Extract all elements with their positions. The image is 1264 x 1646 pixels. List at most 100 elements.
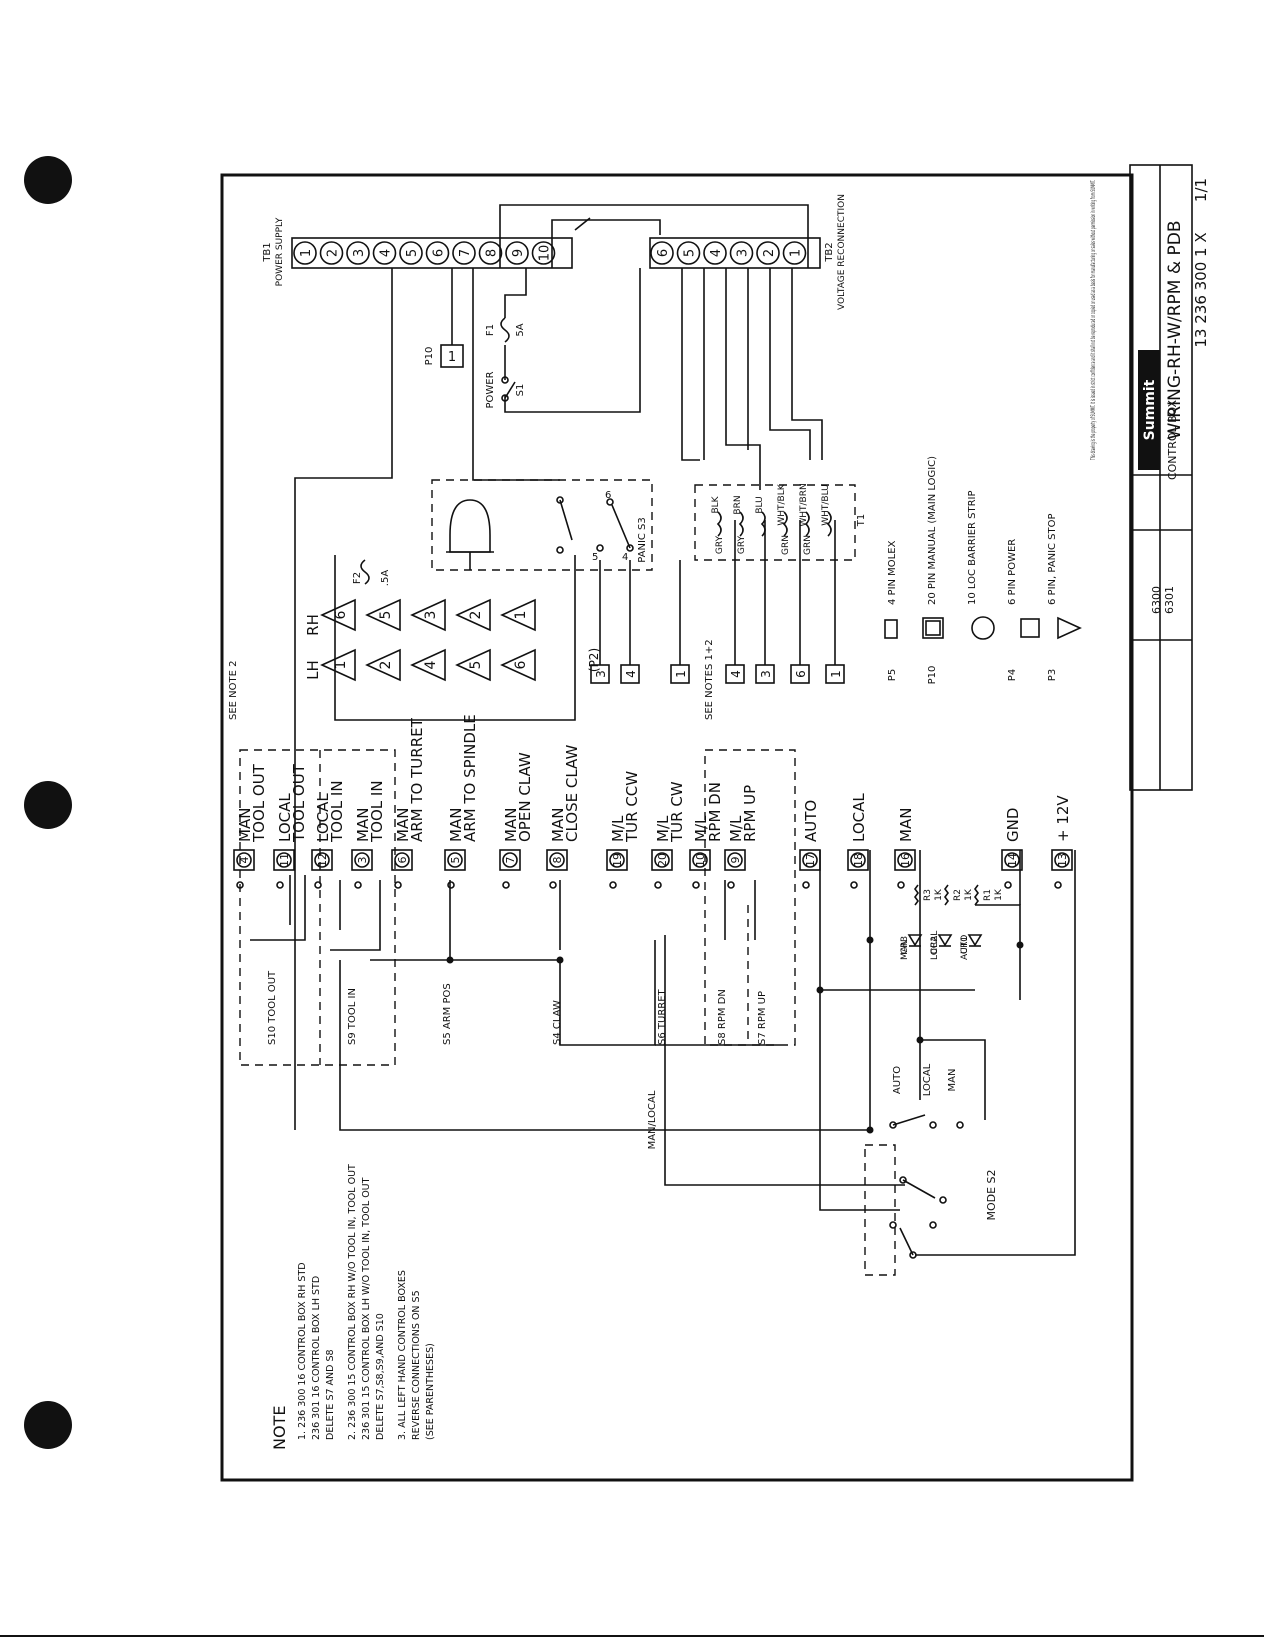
note-line: 2. 236 300 15 CONTROL BOX RH W/O TOOL IN… (347, 1164, 358, 1440)
tb1-terminal (478, 241, 503, 265)
output-label: MAN (354, 808, 372, 842)
output-label: LOCAL (314, 793, 332, 842)
switch-wiring (239, 749, 1076, 1256)
output-label: MAN (549, 808, 567, 842)
property-notice: This drawing is the property of SUMMIT. … (1089, 180, 1097, 460)
output-label: LOCAL (850, 793, 868, 842)
tb1-terminal (372, 241, 397, 265)
fuse-f1-rating: 5A (515, 323, 526, 336)
tb2-terminal-number: 5 (683, 249, 698, 257)
resistor-value: 1K (994, 888, 1004, 901)
tb2-terminal-number: 4 (709, 249, 724, 257)
tb2-terminal (756, 241, 780, 265)
mode-local: LOCAL (922, 1063, 933, 1096)
mode-man: MAN (947, 1069, 958, 1092)
output-number: 7 (504, 857, 517, 864)
output-label-2: RPM UP (741, 785, 759, 842)
rh-triangle-connector (455, 598, 491, 632)
transformer-primary-wire: WHT/BLK (777, 483, 787, 525)
tb1-terminal (452, 241, 476, 265)
output-label: MAN (447, 808, 465, 842)
tb2-sublabel: VOLTAGE RECONNECTION (837, 194, 847, 310)
note-line: REVERSE CONNECTIONS ON S5 (411, 1290, 422, 1440)
output-number: 10 (694, 853, 707, 867)
p4-pin-number: 1 (829, 670, 843, 678)
lh-triangle-number: 5 (468, 661, 484, 670)
output-number: 11 (278, 853, 291, 867)
output-label: MAN (394, 808, 412, 842)
tb1-terminal (399, 241, 423, 265)
power-switch-s1: POWER S1 (485, 371, 526, 408)
transformer-primary-wire: BLU (755, 496, 765, 513)
output-number: 8 (551, 857, 564, 864)
switch-label: S10 TOOL OUT (267, 970, 278, 1045)
resistor-ref: R2 (953, 889, 963, 901)
resistor-ref: R3 (923, 889, 933, 901)
legend-ref: P10 (927, 666, 938, 685)
resistor-ref: R1 (983, 889, 993, 901)
panic-switch-label: PANIC S3 (637, 517, 648, 563)
lh-triangle-number: 6 (513, 660, 529, 669)
transformer-secondary-wire: GRY (737, 535, 747, 554)
tb2-terminal (650, 241, 674, 265)
switch-label: S6 TURRET (657, 988, 668, 1045)
p4-pin-number: 6 (794, 670, 808, 678)
tb1-terminal-number: 2 (326, 249, 341, 257)
tb1-terminal-number: 1 (299, 249, 314, 257)
rh-triangle-connector (410, 598, 446, 632)
output-label: M/L (727, 815, 745, 842)
rh-triangle-connector (320, 598, 356, 632)
switch-label: S7 RPM UP (757, 991, 768, 1045)
transformer-secondary-wire: GRN (803, 535, 813, 555)
p10-label: P10 (424, 347, 435, 366)
output-label: LOCAL (276, 793, 294, 842)
panic-switch-s3: PANIC S3 5 6 4 (431, 479, 653, 571)
output-label: + 12V (1054, 795, 1072, 842)
output-terminal-13: 13 + 12V (1051, 795, 1073, 889)
tb1-label: TB1 (262, 242, 273, 262)
tb1-terminal-number: 5 (405, 249, 420, 257)
tb1-terminal-number: 8 (485, 249, 500, 257)
rh-triangle-connector (365, 598, 401, 632)
switch-label: S8 RPM DN (717, 989, 728, 1045)
transformer-primary-wire: WHT/BLU (821, 484, 831, 526)
led-ref: CR3 (900, 936, 910, 954)
model-6300: 6300 (1150, 586, 1163, 614)
see-notes-1-2: SEE NOTES 1+2 (704, 639, 715, 720)
output-number: 3 (356, 857, 369, 864)
rh-triangle-number: 1 (513, 611, 529, 620)
note-line: DELETE S7 AND S8 (325, 1349, 336, 1440)
output-label: GND (1004, 808, 1022, 842)
tb2-terminal-number: 3 (736, 249, 751, 257)
see-note-2: SEE NOTE 2 (228, 661, 239, 720)
lh-triangle-number: 1 (333, 661, 349, 670)
lh-triangle-connector (455, 648, 491, 682)
output-label-2: OPEN CLAW (516, 752, 534, 842)
output-label: MAN (897, 808, 915, 842)
binder-hole (24, 1401, 72, 1449)
output-label-2: TOOL IN (328, 780, 346, 843)
drawing-border (220, 173, 1134, 1482)
tb2-terminal (676, 241, 701, 265)
tb1-terminal (319, 241, 344, 265)
binder-hole (24, 781, 72, 829)
output-number: 16 (899, 853, 912, 867)
fuse-f1: F1 5A (485, 317, 526, 343)
sheet-number: 1/1 (1192, 178, 1210, 202)
output-label: MAN (502, 808, 520, 842)
note-line: 236 301 15 CONTROL BOX LH W/O TOOL IN, T… (361, 1177, 372, 1440)
power-switch-ref: S1 (515, 384, 526, 397)
rh-label: RH (304, 614, 322, 636)
output-number: 13 (1056, 853, 1069, 867)
output-label-2: TUR CW (668, 781, 686, 843)
